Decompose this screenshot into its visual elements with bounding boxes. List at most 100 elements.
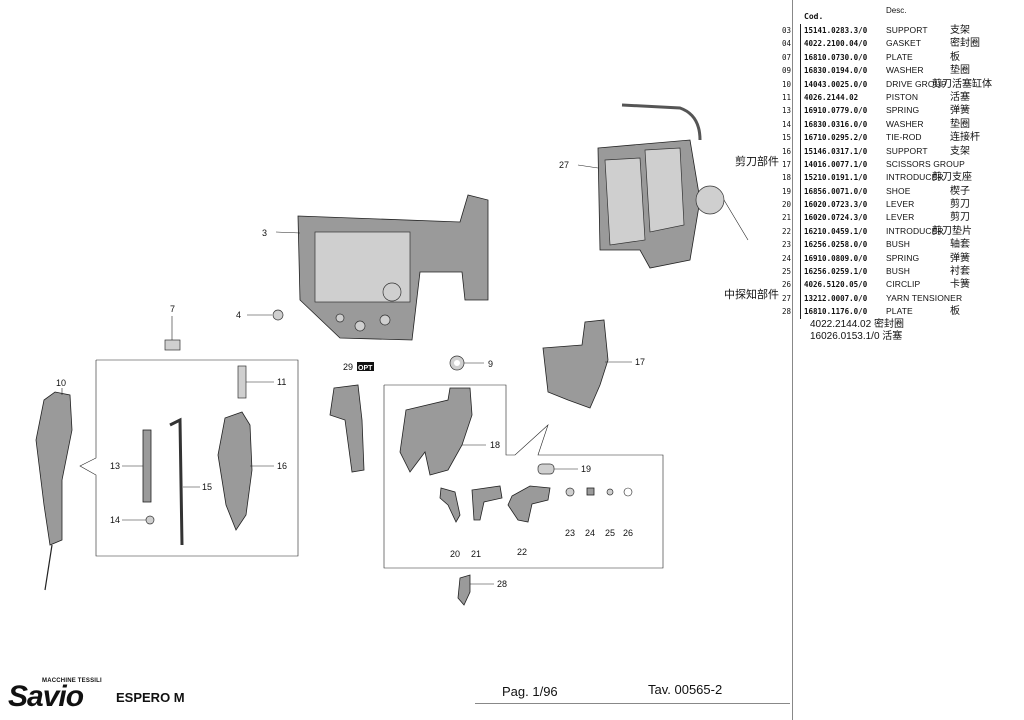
part-28-plate — [457, 574, 494, 606]
row-desc: INTRODUCER — [886, 172, 944, 183]
callout-16: 16 — [277, 461, 287, 471]
row-desc: PLATE — [886, 51, 913, 62]
footer: MACCHINE TESSILI Savio ESPERO M Pag. 1/9… — [0, 660, 790, 720]
part-10-drive-group — [35, 388, 73, 591]
row-pos: 04 — [782, 37, 801, 51]
row-desc: CIRCLIP — [886, 279, 921, 290]
callout-3: 3 — [262, 228, 267, 238]
part-3-support — [275, 194, 489, 341]
opt-badge: OPT — [358, 365, 373, 372]
callout-10: 10 — [56, 378, 66, 388]
part-14-washer — [122, 515, 155, 525]
row-pos: 28 — [782, 305, 801, 319]
callout-24: 24 — [585, 528, 595, 538]
brand-logo: Savio — [8, 680, 84, 713]
callout-13: 13 — [110, 461, 120, 471]
row-desc: SUPPORT — [886, 145, 928, 156]
row-code: 16020.0723.3/0 — [804, 200, 868, 210]
callout-15: 15 — [202, 482, 212, 492]
row-desc: PLATE — [886, 306, 913, 317]
row-pos: 11 — [782, 90, 801, 105]
brand-tagline: MACCHINE TESSILI — [42, 678, 102, 684]
part-25-bush — [606, 488, 614, 496]
row-cn: 支架 — [950, 145, 970, 157]
row-code: 13212.0007.0/0 — [804, 293, 868, 303]
row-code: 16810.0730.0/0 — [804, 52, 868, 62]
row-code: 16810.1176.0/0 — [804, 307, 868, 317]
callout-19: 19 — [581, 464, 591, 474]
part-19-shoe — [537, 463, 578, 475]
row-code: 16710.0295.2/0 — [804, 133, 868, 143]
row-desc: LEVER — [886, 199, 915, 210]
table-number: Tav. 00565-2 — [648, 682, 723, 697]
row-code: 4022.2100.04/0 — [804, 39, 868, 49]
part-21-lever — [471, 485, 503, 521]
callout-11: 11 — [277, 377, 286, 387]
row-cn: 剪刀 — [950, 212, 970, 224]
callout-17: 17 — [635, 357, 645, 367]
part-26-circlip — [623, 487, 633, 497]
part-20-lever — [439, 487, 461, 523]
part-29-optional — [329, 384, 365, 473]
part-13-spring — [122, 429, 152, 503]
row-pos: 26 — [782, 278, 801, 292]
row-code: 16256.0258.0/0 — [804, 240, 868, 250]
row-desc: SPRING — [886, 105, 920, 116]
row-pos: 15 — [782, 131, 801, 145]
row-desc: TIE-ROD — [886, 132, 922, 143]
row-code: 16910.0779.0/0 — [804, 106, 868, 116]
row-desc: SCISSORS GROUP — [886, 158, 965, 169]
part-15-tie-rod — [169, 417, 200, 546]
row-cn: 轴套 — [950, 239, 970, 251]
group-label-scissors: 剪刀部件 — [735, 155, 779, 168]
part-17-scissors-group — [542, 319, 632, 409]
row-pos: 09 — [782, 64, 801, 78]
row-pos: 23 — [782, 238, 801, 252]
row-desc: YARN TENSIONER — [886, 292, 963, 303]
group-label-yarn-sensor: 中探知部件 — [724, 288, 779, 301]
row-pos: 25 — [782, 265, 801, 279]
row-code: 16830.0316.0/0 — [804, 119, 868, 129]
callout-7: 7 — [170, 304, 175, 314]
row-cn: 剪刀 — [950, 199, 970, 211]
row-pos: 18 — [782, 171, 801, 185]
part-22-introducer — [507, 485, 551, 523]
callout-4: 4 — [236, 310, 241, 320]
callout-27: 27 — [559, 160, 569, 170]
row-code: 15210.0191.1/0 — [804, 173, 868, 183]
row-cn: 衬套 — [950, 266, 970, 278]
row-pos: 19 — [782, 184, 801, 199]
row-cn: 剪刀垫片 — [932, 225, 972, 237]
row-cn: 弹簧 — [950, 105, 970, 117]
row-code: 16910.0809.0/0 — [804, 253, 868, 263]
row-desc: SHOE — [886, 185, 911, 196]
callout-14: 14 — [110, 515, 120, 525]
row-cn: 剪刀支座 — [932, 172, 972, 184]
part-27-yarn-tensioner — [577, 103, 749, 269]
row-desc: SUPPORT — [886, 25, 928, 35]
frame-drive-group — [79, 359, 299, 557]
parts-note: 4022.2144.02 密封圈 — [810, 318, 904, 330]
parts-list-header: Cod. Desc. — [782, 4, 1022, 24]
row-code: 16256.0259.1/0 — [804, 267, 868, 277]
row-cn: 板 — [950, 51, 960, 63]
model-name: ESPERO M — [116, 690, 185, 705]
row-pos: 07 — [782, 50, 801, 65]
row-cn: 弹簧 — [950, 252, 970, 264]
row-pos: 13 — [782, 104, 801, 118]
row-code: 15141.0283.3/0 — [804, 26, 868, 35]
